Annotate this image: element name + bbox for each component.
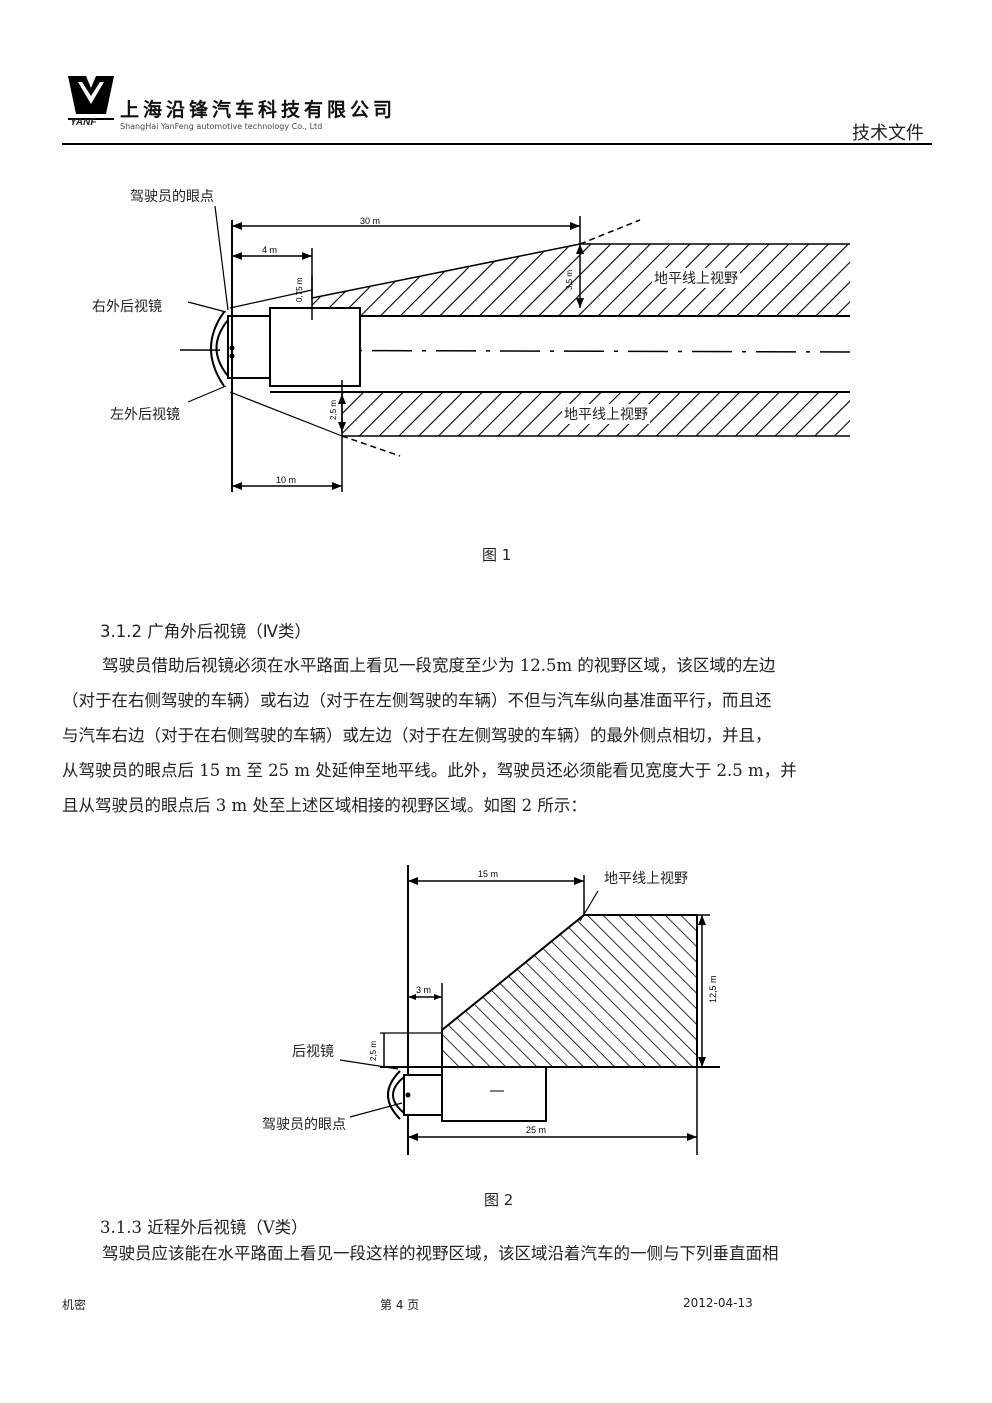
company-name-en: ShangHai YanFeng automotive technology C… (120, 122, 323, 131)
paragraph-line: 且从驾驶员的眼点后 3 m 处至上述区域相接的视野区域。如图 2 所示： (62, 796, 587, 815)
dim-25w: 2,5 m (369, 1041, 378, 1061)
footer-page-number: 第 4 页 (380, 1298, 420, 1312)
fig1-label-left-mirror: 左外后视镜 (110, 404, 180, 424)
dim-30m: 30 m (360, 216, 380, 226)
section-312-heading: 3.1.2 广角外后视镜（Ⅳ类） (100, 622, 311, 641)
dim-10m: 10 m (276, 475, 296, 485)
dim-25m: 2,5 m (329, 400, 338, 420)
fig2-label-mirror: 后视镜 (292, 1044, 334, 1060)
fig2-label-horizon: 地平线上视野 (604, 871, 688, 887)
section-312-paragraph: 驾驶员借助后视镜必须在水平路面上看见一段宽度至少为 12.5m 的视野区域，该区… (62, 648, 930, 823)
fig1-label-horizon-upper: 地平线上视野 (652, 268, 740, 288)
fig1-label-eye-point: 驾驶员的眼点 (130, 186, 214, 206)
dim-25m: 25 m (526, 1125, 546, 1135)
paragraph-line: （对于在右侧驾驶的车辆）或右边（对于在左侧驾驶的车辆）不但与汽车纵向基准面平行，… (62, 691, 772, 710)
paragraph-line: 从驾驶员的眼点后 15 m 至 25 m 处延伸至地平线。此外，驾驶员还必须能看… (62, 761, 797, 780)
figure-1-caption: 图 1 (482, 546, 512, 564)
section-313-heading: 3.1.3 近程外后视镜（Ⅴ类） (100, 1218, 308, 1237)
dim-4m: 4 m (262, 245, 277, 255)
dim-125m: 12,5 m (708, 975, 718, 1003)
company-logo (68, 76, 114, 120)
dim-15m: 15 m (478, 869, 498, 879)
header-divider (62, 143, 932, 145)
fig2-label-eye-point: 驾驶员的眼点 (262, 1117, 346, 1133)
fig1-label-right-mirror: 右外后视镜 (92, 296, 162, 316)
figure-2-diagram: 15 m 3 m 12,5 m 2,5 m 25 m (340, 865, 720, 1155)
paragraph-line: 驾驶员借助后视镜必须在水平路面上看见一段宽度至少为 12.5m 的视野区域，该区… (102, 656, 776, 675)
document-type: 技术文件 (852, 123, 924, 144)
logo-mark-text: YANF (70, 117, 97, 128)
dim-3m: 3 m (416, 985, 431, 995)
footer-confidential: 机密 (62, 1298, 87, 1312)
figure-1-diagram: 30 m 4 m 0,75 m 3,5 m 2,5 m 10 m (179, 205, 851, 492)
dim-075m: 0,75 m (295, 277, 304, 302)
dim-35m: 3,5 m (565, 270, 574, 290)
section-313-paragraph: 驾驶员应该能在水平路面上看见一段这样的视野区域，该区域沿着汽车的一侧与下列垂直面… (102, 1244, 779, 1263)
fig1-label-horizon-lower: 地平线上视野 (562, 404, 650, 424)
figure-2-caption: 图 2 (484, 1191, 514, 1209)
footer-date: 2012-04-13 (683, 1296, 753, 1310)
company-name-cn: 上海沿锋汽车科技有限公司 (120, 99, 397, 121)
paragraph-line: 与汽车右边（对于在右侧驾驶的车辆）或左边（对于在左侧驾驶的车辆）的最外侧点相切，… (62, 726, 772, 745)
